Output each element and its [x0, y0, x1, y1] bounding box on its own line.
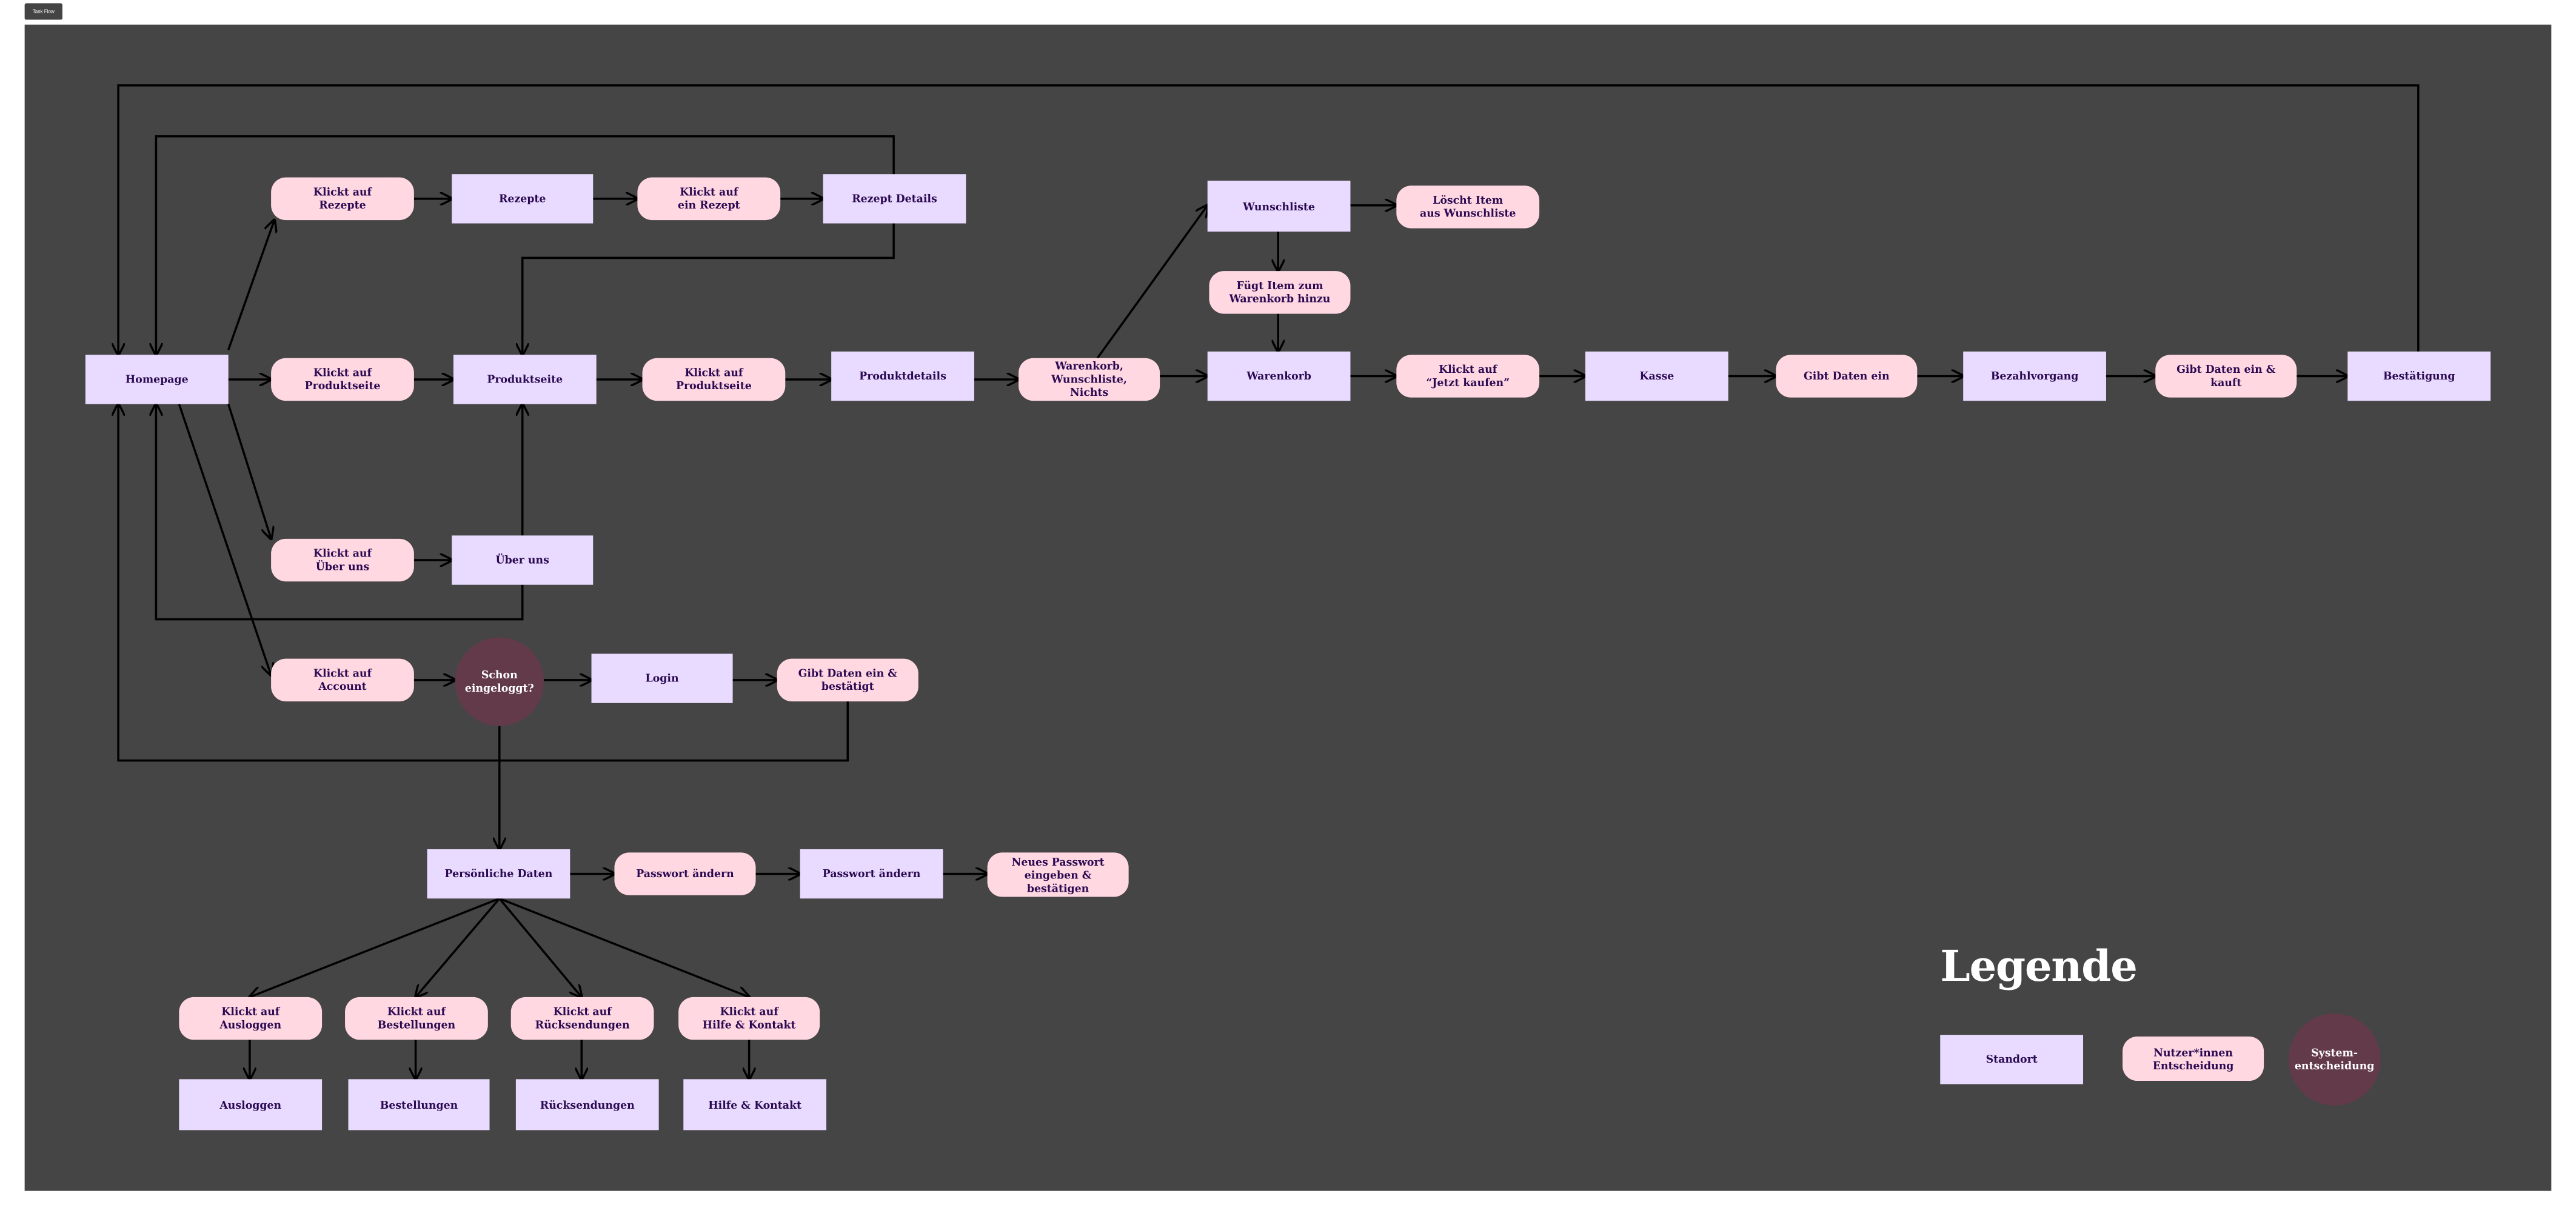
- node-persoenliche-daten: Persönliche Daten: [427, 849, 570, 899]
- node-klickt-ein-rezept: Klickt auf ein Rezept: [637, 177, 781, 221]
- node-warenkorb: Warenkorb: [1207, 351, 1351, 401]
- node-rezepte: Rezepte: [452, 174, 594, 224]
- node-klickt-ruecksendungen: Klickt auf Rücksendungen: [510, 997, 654, 1040]
- node-bestaetigung: Bestätigung: [2347, 351, 2491, 401]
- loop-rezeptdetails-produktseite: [523, 223, 895, 355]
- node-bezahlvorgang: Bezahlvorgang: [1963, 351, 2106, 401]
- node-ueber-uns: Über uns: [452, 535, 594, 585]
- legend-standort: Standort: [1940, 1035, 2084, 1084]
- node-gibt-daten-bestaetigt: Gibt Daten ein & bestätigt: [777, 658, 918, 702]
- node-neues-passwort: Neues Passwort eingeben & bestätigen: [987, 852, 1129, 897]
- node-passwort-aendern: Passwort ändern: [800, 849, 943, 899]
- node-klickt-ueber-uns: Klickt auf Über uns: [271, 538, 414, 582]
- node-klickt-hilfe: Klickt auf Hilfe & Kontakt: [678, 997, 820, 1040]
- node-bestellungen: Bestellungen: [348, 1079, 490, 1131]
- node-ausloggen: Ausloggen: [179, 1079, 323, 1131]
- node-klickt-jetzt-kaufen: Klickt auf “Jetzt kaufen”: [1396, 355, 1540, 398]
- node-kasse: Kasse: [1585, 351, 1728, 401]
- node-schon-eingeloggt: Schon eingeloggt?: [455, 637, 544, 726]
- node-produktdetails: Produktdetails: [831, 351, 974, 401]
- task-flow-button[interactable]: Task Flow: [24, 3, 62, 20]
- node-homepage: Homepage: [85, 355, 229, 404]
- node-klickt-ausloggen: Klickt auf Ausloggen: [179, 997, 323, 1040]
- node-klickt-account: Klickt auf Account: [271, 658, 414, 702]
- loop-rezeptdetails-homepage: [156, 135, 895, 355]
- node-passwort-aendern-click: Passwort ändern: [614, 852, 756, 895]
- node-klickt-rezepte: Klickt auf Rezepte: [271, 177, 414, 221]
- node-klickt-bestellungen: Klickt auf Bestellungen: [345, 997, 488, 1040]
- legend-nutzer-entscheidung: Nutzer*innen Entscheidung: [2123, 1036, 2264, 1081]
- node-klickt-produktseite: Klickt auf Produktseite: [271, 358, 414, 401]
- node-gibt-daten-kauft: Gibt Daten ein & kauft: [2155, 355, 2297, 398]
- node-ruecksendungen: Rücksendungen: [515, 1079, 659, 1131]
- node-produktseite: Produktseite: [453, 355, 597, 404]
- node-loescht-item: Löscht Item aus Wunschliste: [1396, 185, 1540, 229]
- node-fuegt-item: Fügt Item zum Warenkorb hinzu: [1209, 271, 1351, 314]
- node-gibt-daten-ein: Gibt Daten ein: [1776, 355, 1918, 398]
- node-klickt-produktseite-2: Klickt auf Produktseite: [642, 358, 786, 401]
- node-hilfe-kontakt: Hilfe & Kontakt: [683, 1079, 827, 1131]
- node-wunschliste: Wunschliste: [1207, 181, 1351, 232]
- legend-title: Legende: [1940, 943, 2138, 992]
- node-login: Login: [591, 653, 733, 703]
- node-warenkorb-wunschliste-nichts: Warenkorb, Wunschliste, Nichts: [1019, 358, 1160, 401]
- legend-system-entscheidung: System- entscheidung: [2288, 1013, 2381, 1106]
- node-rezept-details: Rezept Details: [823, 174, 966, 224]
- loop-bestaetigung-homepage: [118, 84, 2420, 355]
